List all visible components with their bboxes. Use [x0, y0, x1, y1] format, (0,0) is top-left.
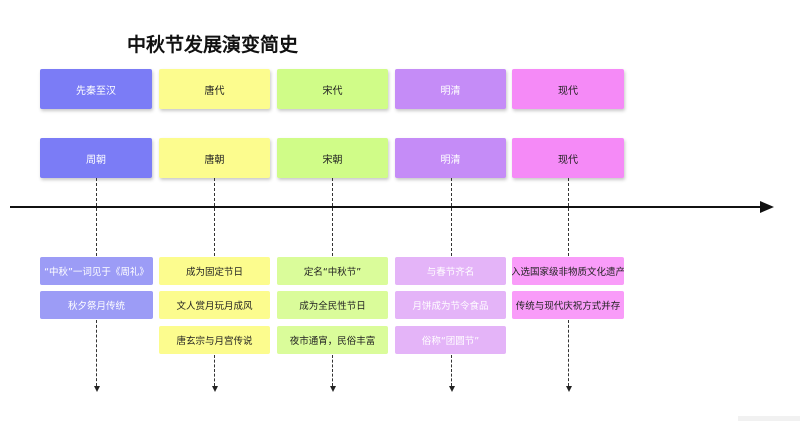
event-item[interactable]: 成为全民性节日	[277, 291, 388, 319]
period-header[interactable]: 唐代	[159, 69, 270, 109]
event-item[interactable]: 成为固定节日	[159, 257, 270, 285]
era-node[interactable]: 现代	[512, 138, 624, 178]
connector-line	[568, 178, 569, 256]
period-header[interactable]: 明清	[395, 69, 506, 109]
timeline-axis	[10, 206, 762, 208]
event-item[interactable]: 与春节齐名	[395, 257, 506, 285]
connector-line	[214, 355, 215, 386]
era-node[interactable]: 宋朝	[277, 138, 388, 178]
event-item[interactable]: 定名“中秋节”	[277, 257, 388, 285]
arrow-down-icon	[94, 386, 100, 392]
period-header[interactable]: 现代	[512, 69, 624, 109]
period-header[interactable]: 先秦至汉	[40, 69, 152, 109]
event-item[interactable]: 俗称“团圆节”	[395, 326, 506, 354]
arrow-down-icon	[212, 386, 218, 392]
connector-line	[568, 320, 569, 386]
era-node[interactable]: 周朝	[40, 138, 152, 178]
connector-line	[332, 355, 333, 386]
canvas-corner	[738, 416, 800, 421]
arrow-down-icon	[449, 386, 455, 392]
event-item[interactable]: “中秋”一词见于《周礼》	[40, 257, 153, 285]
timeline-arrowhead	[760, 201, 774, 213]
connector-line	[451, 355, 452, 386]
event-item[interactable]: 秋夕祭月传统	[40, 291, 153, 319]
era-node[interactable]: 唐朝	[159, 138, 270, 178]
connector-line	[214, 178, 215, 256]
connector-line	[96, 178, 97, 256]
arrow-down-icon	[566, 386, 572, 392]
event-item[interactable]: 传统与现代庆祝方式并存	[512, 291, 624, 319]
event-item[interactable]: 夜市通宵，民俗丰富	[277, 326, 388, 354]
period-header[interactable]: 宋代	[277, 69, 388, 109]
event-item[interactable]: 入选国家级非物质文化遗产	[512, 257, 624, 285]
diagram-title: 中秋节发展演变简史	[127, 34, 299, 56]
event-item[interactable]: 唐玄宗与月宫传说	[159, 326, 270, 354]
event-item[interactable]: 文人赏月玩月成风	[159, 291, 270, 319]
arrow-down-icon	[330, 386, 336, 392]
connector-line	[451, 178, 452, 256]
event-item[interactable]: 月饼成为节令食品	[395, 291, 506, 319]
era-node[interactable]: 明清	[395, 138, 506, 178]
connector-line	[332, 178, 333, 256]
connector-line	[96, 320, 97, 386]
